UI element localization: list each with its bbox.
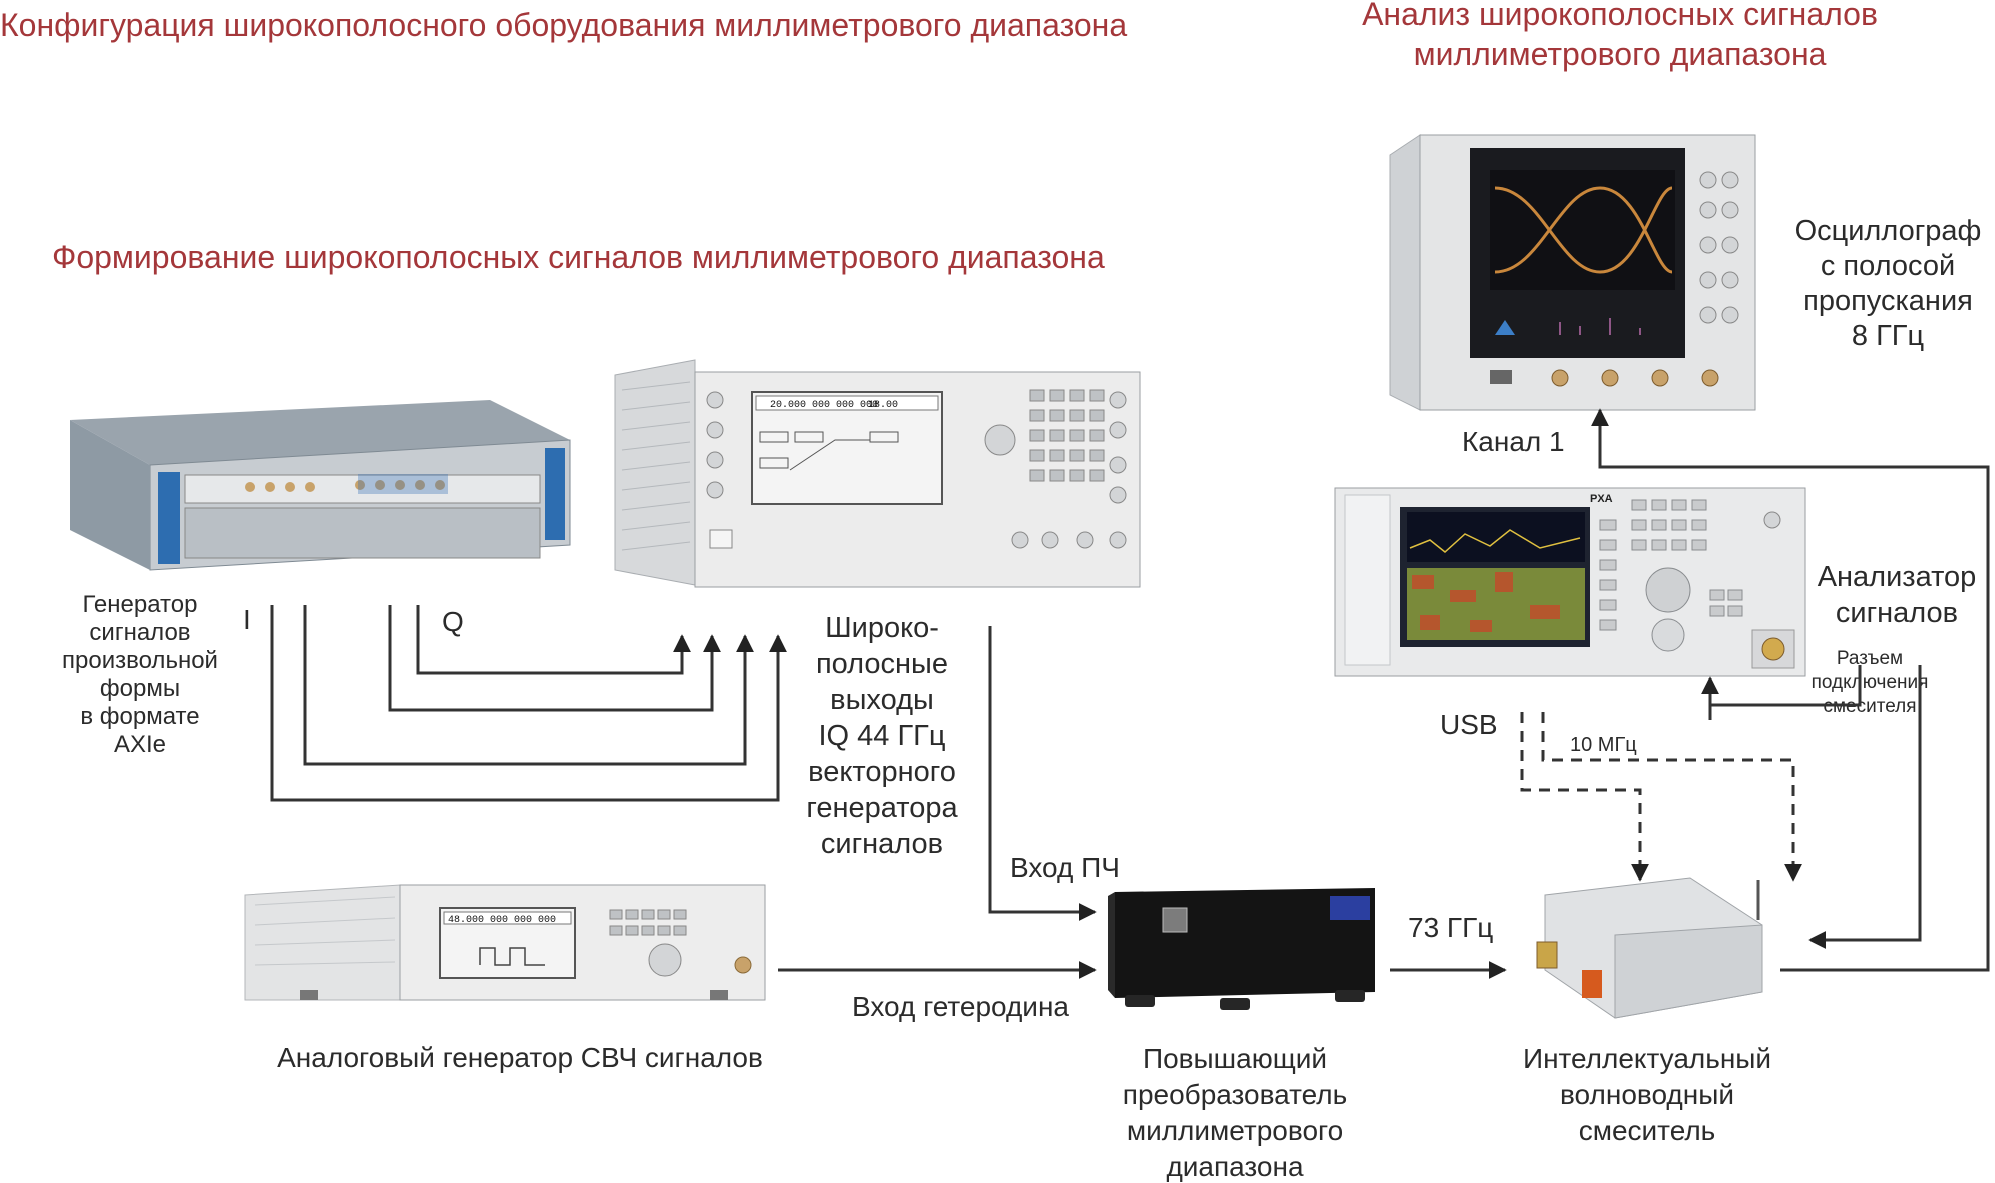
iq-outputs-label-5: векторного	[808, 756, 956, 788]
wire-i-inner	[303, 605, 754, 766]
iq-outputs-label-4: IQ 44 ГГц	[818, 720, 945, 752]
channel1-label: Канал 1	[1462, 426, 1565, 457]
analog-gen-screen-value: 48.000 000 000 000	[448, 915, 556, 926]
oscilloscope-label-2: с полосой	[1821, 250, 1955, 282]
mixer-label-2: волноводный	[1560, 1079, 1734, 1110]
if-input-label: Вход ПЧ	[1010, 852, 1120, 883]
oscilloscope-image	[1389, 134, 1756, 411]
wire-if	[988, 626, 1097, 921]
awg-label-3: произвольной	[62, 647, 218, 674]
iq-outputs-label-1: Широко-	[825, 612, 939, 644]
signal-analyzer-image: PXA	[1334, 487, 1806, 677]
upconverter-label-2: преобразователь	[1123, 1079, 1347, 1110]
oscilloscope-label-1: Осциллограф	[1795, 215, 1982, 247]
usb-label: USB	[1440, 709, 1498, 740]
oscilloscope-label-4: 8 ГГц	[1852, 320, 1924, 352]
analyzer-badge: PXA	[1590, 493, 1613, 505]
analysis-title-line2: миллиметрового диапазона	[1414, 36, 1827, 72]
upconverter-image	[1108, 888, 1375, 1010]
wire-10mhz	[1541, 712, 1802, 882]
awg-label-5: в формате	[80, 703, 199, 730]
wire-i-outer	[270, 605, 787, 802]
mixer-label-3: смеситель	[1579, 1115, 1716, 1146]
wire-q-outer	[388, 605, 721, 712]
vector-signal-generator-image: 20.000 000 000 000 18.00	[614, 359, 1141, 588]
signal-q-label: Q	[442, 606, 464, 637]
oscilloscope-label-3: пропускания	[1803, 285, 1973, 317]
wire-mixer-port-route	[1708, 665, 1862, 720]
vector-gen-screen-value-2: 18.00	[868, 400, 898, 411]
mixer-port-label-3: смесителя	[1823, 696, 1916, 717]
analyzer-label-1: Анализатор	[1818, 561, 1977, 593]
awg-label-6: AXIe	[114, 731, 166, 758]
freq-73-label: 73 ГГц	[1408, 912, 1493, 943]
vector-gen-screen-value: 20.000 000 000 000	[770, 400, 878, 411]
lo-input-label: Вход гетеродина	[852, 991, 1069, 1022]
upconverter-label-4: диапазона	[1166, 1151, 1304, 1182]
analyzer-label-2: сигналов	[1836, 597, 1958, 629]
config-title: Конфигурация широкополосного оборудовани…	[0, 7, 1127, 43]
awg-label-2: сигналов	[89, 619, 190, 646]
mixer-label-1: Интеллектуальный	[1523, 1043, 1771, 1074]
wire-mixer-to-analyzer-in	[1808, 665, 1922, 949]
iq-outputs-label-7: сигналов	[821, 828, 943, 860]
mixer-port-label-1: Разъем	[1837, 648, 1903, 669]
iq-outputs-label-3: выходы	[830, 684, 934, 716]
wire-channel1	[1591, 408, 1990, 972]
ref-10mhz-label: 10 МГц	[1570, 734, 1637, 756]
mixer-port-label-2: подключения	[1812, 672, 1929, 693]
iq-outputs-label-6: генератора	[806, 792, 958, 824]
waveguide-mixer-image	[1536, 877, 1763, 1019]
wire-q-inner	[416, 605, 691, 675]
analog-signal-generator-image: 48.000 000 000 000	[244, 884, 766, 1001]
upconverter-label-1: Повышающий	[1143, 1043, 1327, 1074]
analog-gen-label: Аналоговый генератор СВЧ сигналов	[277, 1042, 763, 1073]
awg-chassis-image	[70, 400, 571, 571]
wire-usb	[1520, 712, 1649, 882]
signal-i-label: I	[243, 604, 251, 635]
formation-title: Формирование широкополосных сигналов мил…	[52, 239, 1105, 275]
upconverter-label-3: миллиметрового	[1127, 1115, 1343, 1146]
iq-outputs-label-2: полосные	[816, 648, 948, 680]
awg-label-4: формы	[100, 675, 180, 702]
awg-label-1: Генератор	[83, 591, 198, 618]
analysis-title-line1: Анализ широкополосных сигналов	[1362, 0, 1878, 32]
